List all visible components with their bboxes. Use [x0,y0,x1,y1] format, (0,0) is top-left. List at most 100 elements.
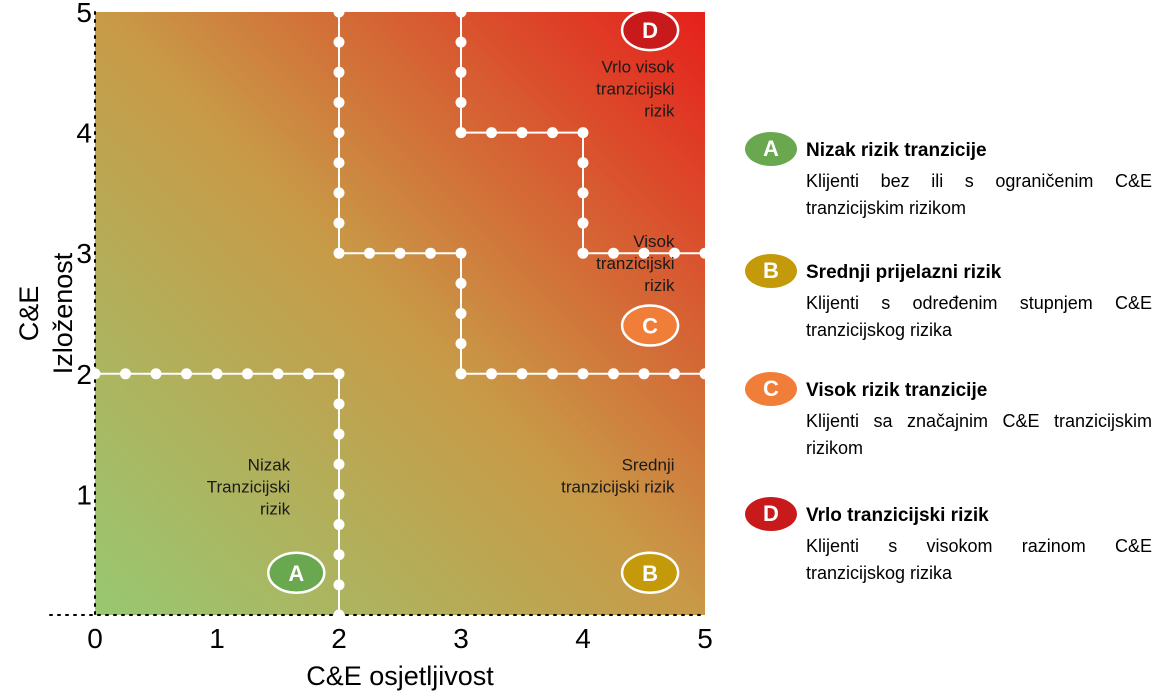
zone-badge [620,8,680,52]
boundary-dot [150,368,162,380]
boundary-dot [272,368,284,380]
x-tick-label: 2 [331,623,347,654]
boundary-dot [699,368,711,380]
legend-title: Nizak rizik tranzicije [806,140,987,161]
zone-label-line: tranzicijski rizik [561,477,675,496]
boundary-dot [333,66,345,78]
boundary-dot [242,368,253,380]
zone-badge-letter: D [642,18,658,43]
legend-badge: D [745,497,797,531]
boundary-dot [577,157,589,169]
y-axis-title-line: Izloženost [48,252,78,374]
legend-description: Klijenti bez ili s ograničenim C&E tranz… [806,171,1152,218]
legend-title: Srednji prijelazni rizik [806,262,1002,283]
boundary-dot [333,398,345,410]
boundary-dot [577,247,589,259]
boundary-dot [333,488,345,500]
boundary-dot [333,6,345,18]
zone-label-line: tranzicijski [596,254,674,273]
zone-label-line: Visok [633,232,675,251]
zone-label-line: Vrlo visok [601,57,675,76]
boundary-dot [303,368,314,380]
zone-label-line: Tranzicijski [207,477,290,496]
a-b-boundary [89,368,345,621]
legend-badge: B [745,254,797,288]
boundary-dot [577,217,589,229]
boundary-dot [333,96,345,108]
boundary-dot [547,368,558,380]
zone-badge [620,304,680,347]
boundary-dot [455,247,467,259]
boundary-dot [455,308,467,319]
boundary-dot [638,247,650,259]
legend-description: Klijenti s visokom razinom C&E tranzicij… [806,536,1152,583]
boundary-dot [669,368,680,380]
zone-badge [267,551,326,595]
zone-badge-letter: C [642,314,658,339]
legend-title: Visok rizik tranzicije [806,380,988,401]
boundary-dot [333,549,345,561]
legend-title: Vrlo tranzicijski rizik [806,505,989,526]
boundary-dot [181,368,192,380]
boundary-dot [425,247,436,259]
boundary-dot [455,368,467,380]
boundary-dot [486,127,497,139]
boundary-dot [333,458,345,470]
boundary-dot [89,368,101,380]
risk-matrix-plot-area [95,12,705,615]
y-axis-title-line: C&E [14,286,44,342]
zone-label-line: Srednji [622,455,675,474]
boundary-dot [577,127,589,139]
boundary-dot [486,368,497,380]
boundary-dot [455,338,467,350]
zone-label-line: rizik [260,499,291,518]
boundary-dot [669,247,680,259]
boundary-dot [455,96,467,108]
boundary-dot [394,247,406,259]
boundary-dot [577,368,589,380]
boundary-dot [211,368,223,380]
boundary-dot [333,247,345,259]
legend-badge: C [745,372,797,406]
boundary-dot [638,368,650,380]
boundary-dot [516,368,528,380]
zone-badge [620,551,680,595]
boundary-dot [333,36,345,48]
boundary-dot [699,247,711,259]
boundary-dot [608,247,619,259]
boundary-dot [333,428,345,440]
boundary-dot [455,36,467,48]
boundary-dot [333,217,345,229]
y-tick-label: 5 [76,0,92,28]
zone-badge-letter: A [288,561,304,586]
y-tick-label: 4 [76,118,92,149]
x-tick-label: 5 [697,623,713,654]
b-c-boundary [333,6,711,380]
boundary-dot [364,247,375,259]
boundary-dot [455,277,467,289]
legend-description: Klijenti sa značajnim C&E tranzicijskim … [806,411,1152,458]
boundary-dot [455,66,467,78]
boundary-dot [455,6,467,18]
legend-badge: A [745,132,797,166]
zone-label-line: tranzicijski [596,79,674,98]
boundary-dot [333,519,345,531]
boundary-dot [577,187,589,199]
zone-label-line: Nizak [248,455,291,474]
zone-boundaries [89,6,711,621]
y-tick-label: 1 [76,479,92,510]
boundary-dot [516,127,528,139]
boundary-dot [333,609,345,621]
x-tick-label: 4 [575,623,591,654]
x-axis-title: C&E osjetljivost [306,661,494,691]
boundary-dot [455,127,467,139]
zone-label-line: rizik [644,276,675,295]
boundary-dot [120,368,131,380]
